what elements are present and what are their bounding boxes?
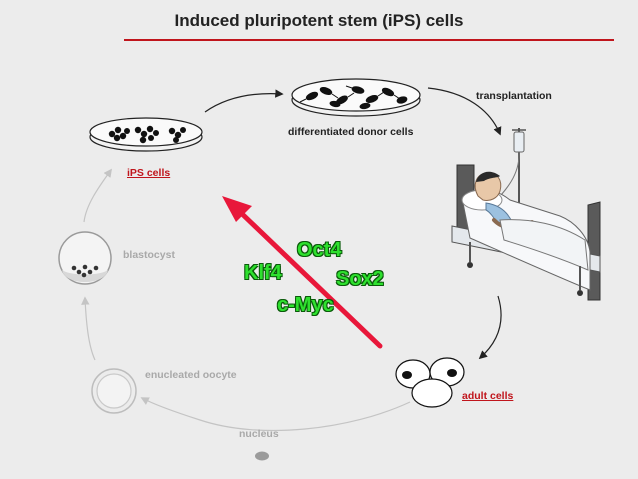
label-differentiated-donor-cells: differentiated donor cells — [288, 126, 414, 138]
arrow-bed-to-adult — [478, 295, 502, 360]
blastocyst-icon — [58, 231, 112, 285]
reprogramming-arrow — [222, 196, 383, 349]
label-enucleated-oocyte: enucleated oocyte — [145, 369, 237, 381]
adult-cells-icon — [395, 357, 465, 408]
arrow-to-transplantation — [427, 87, 502, 136]
factor-sox2: Sox2 — [336, 268, 384, 290]
arrow-blastocyst-to-ips-faded — [83, 168, 112, 223]
label-nucleus: nucleus — [239, 428, 279, 440]
title-rule — [124, 39, 614, 41]
differentiated-cells-dish-icon — [291, 78, 421, 117]
factor-oct4: Oct4 — [297, 239, 342, 261]
arrow-adult-to-oocyte-faded — [140, 397, 411, 432]
patient-in-bed-icon — [451, 128, 601, 301]
enucleated-oocyte-icon — [91, 368, 137, 414]
label-blastocyst: blastocyst — [123, 249, 175, 261]
label-transplantation: transplantation — [476, 90, 552, 102]
label-adult-cells: adult cells — [462, 390, 514, 402]
factor-c-myc: c-Myc — [277, 294, 334, 316]
factor-klf4: Klf4 — [244, 262, 282, 284]
arrow-ips-to-differentiated — [204, 89, 284, 113]
arrow-oocyte-to-blastocyst-faded — [81, 296, 96, 361]
slide-title: Induced pluripotent stem (iPS) cells — [174, 11, 464, 30]
label-ips-cells: iPS cells — [127, 167, 171, 179]
nucleus-icon — [255, 451, 269, 461]
ips-cells-dish-icon — [89, 117, 203, 152]
